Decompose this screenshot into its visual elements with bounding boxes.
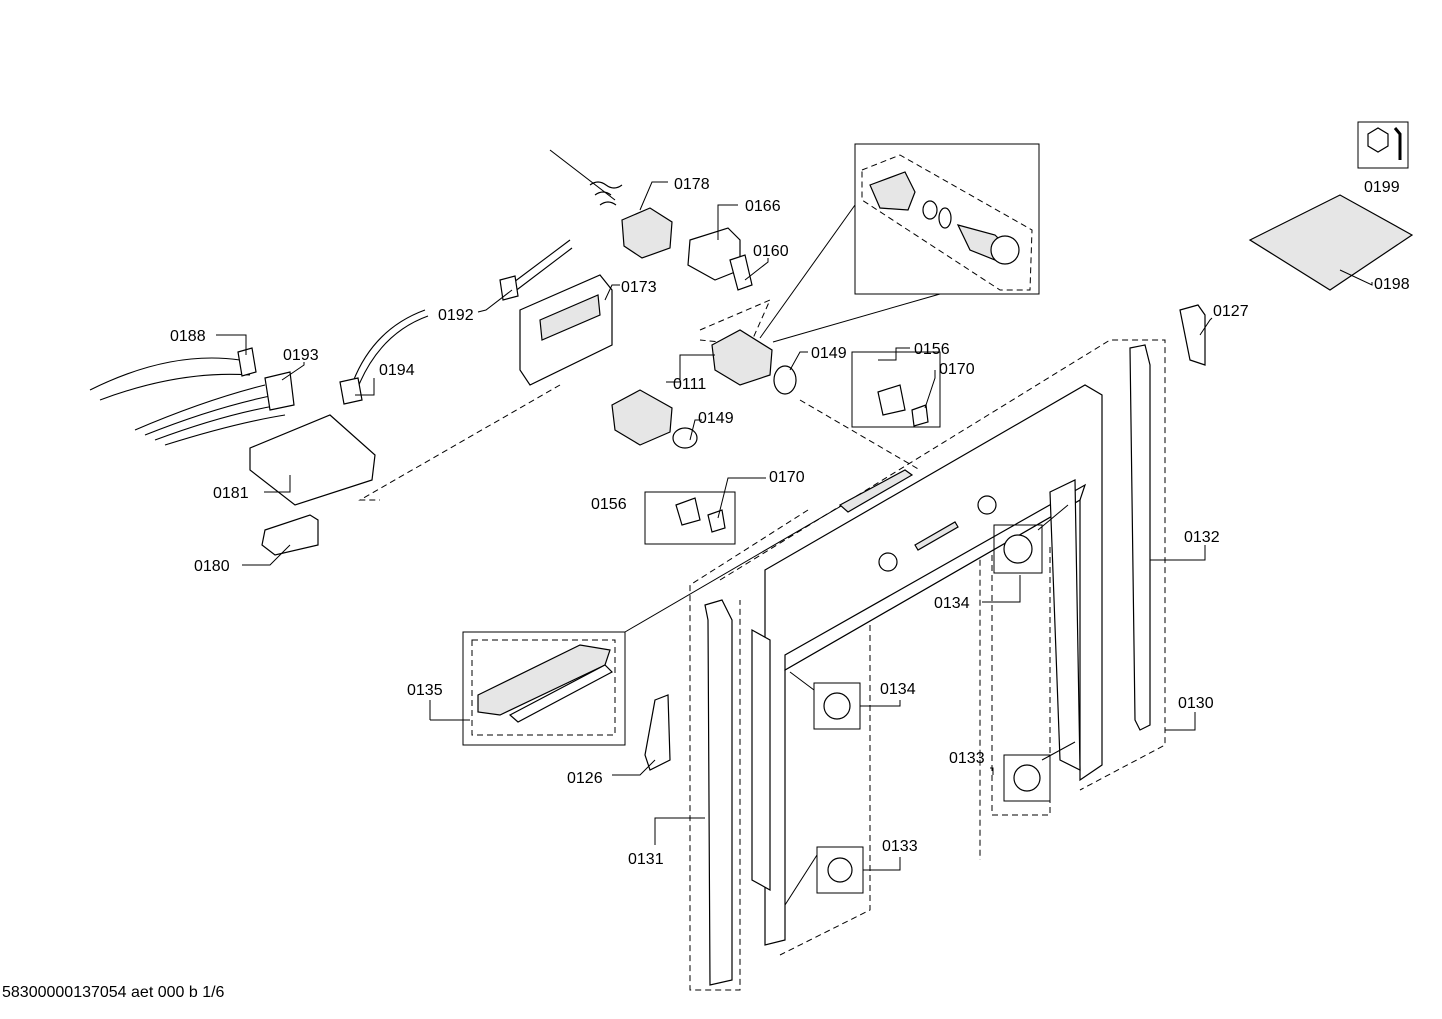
label-0131: 0131: [628, 851, 664, 868]
label-0160: 0160: [753, 243, 789, 260]
inset-button-strip: [429, 494, 861, 746]
label-0193: 0193: [283, 347, 319, 364]
label-0156-upper: 0156: [914, 341, 950, 358]
label-0198: 0198: [1374, 276, 1410, 293]
label-0194: 0194: [379, 362, 415, 379]
label-0149-upper: 0149: [811, 345, 847, 362]
label-0180: 0180: [194, 558, 230, 575]
document-footer: 58300000137054 aet 000 b 1/6: [2, 984, 225, 1001]
label-0192: 0192: [438, 307, 474, 324]
label-0170-lower: 0170: [769, 469, 805, 486]
label-0127: 0127: [1213, 303, 1249, 320]
side-rails: [644, 304, 1206, 986]
label-leader-lines: [216, 181, 1373, 871]
label-0166: 0166: [745, 198, 781, 215]
label-0134-right: 0134: [934, 595, 970, 612]
wrench-nut-icon: [1357, 121, 1409, 169]
label-0126: 0126: [567, 770, 603, 787]
label-0188: 0188: [170, 328, 206, 345]
label-0132: 0132: [1184, 529, 1220, 546]
inset-control-knob: [759, 143, 1040, 343]
label-0111: 0111: [673, 376, 706, 393]
label-0149-lower: 0149: [698, 410, 734, 427]
electrical-components: [89, 121, 1414, 556]
label-0133-right: 0133: [949, 750, 985, 767]
grommet-inserts: [784, 504, 1076, 906]
label-0178: 0178: [674, 176, 710, 193]
label-0134-center: 0134: [880, 681, 916, 698]
part-labels: 0178 0166 0160 0173 0192 0188 0193 0194 …: [170, 176, 1410, 868]
label-0181: 0181: [213, 485, 249, 502]
label-0156-lower: 0156: [591, 496, 627, 513]
label-0173: 0173: [621, 279, 657, 296]
label-0199: 0199: [1364, 179, 1400, 196]
label-0170-upper: 0170: [939, 361, 975, 378]
label-0135: 0135: [407, 682, 443, 699]
label-0130: 0130: [1178, 695, 1214, 712]
label-0133-center: 0133: [882, 838, 918, 855]
